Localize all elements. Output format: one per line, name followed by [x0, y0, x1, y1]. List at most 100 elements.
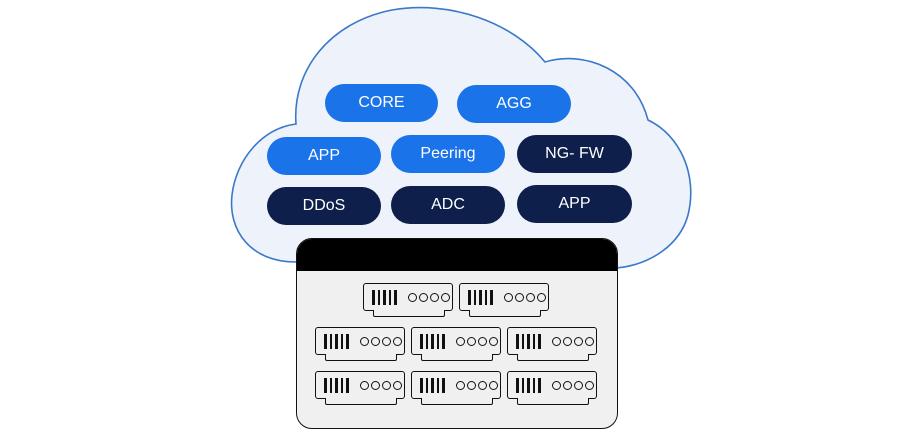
service-pill-app: APP	[267, 137, 381, 175]
vent-bar	[538, 378, 541, 393]
port-indicator	[393, 381, 402, 390]
server-base	[421, 398, 493, 405]
port-indicators	[456, 381, 498, 390]
port-indicator	[419, 293, 428, 302]
port-indicator	[360, 337, 369, 346]
vent-bar	[420, 334, 423, 349]
rack-header	[297, 239, 617, 271]
vent-bar	[346, 378, 349, 393]
vent-bar	[388, 290, 391, 305]
vent-bar	[532, 378, 535, 393]
server-base	[517, 354, 589, 361]
vent-bar	[324, 378, 327, 393]
port-indicator	[382, 337, 391, 346]
server-unit-icon	[315, 327, 405, 361]
vent-bar	[377, 290, 380, 305]
port-indicator	[574, 381, 583, 390]
port-indicator	[382, 381, 391, 390]
vent-bar	[516, 334, 519, 349]
service-pill-app-secondary: APP	[517, 185, 632, 223]
service-pill-peering: Peering	[391, 135, 505, 173]
vent-bar	[340, 334, 343, 349]
vent-bar	[329, 334, 332, 349]
vent-bar	[425, 378, 428, 393]
port-indicator	[467, 337, 476, 346]
server-unit-icon	[459, 283, 549, 317]
server-unit-icon	[315, 371, 405, 405]
vent-bar	[372, 290, 375, 305]
server-body	[507, 327, 597, 355]
port-indicator	[552, 381, 561, 390]
vent-bar	[340, 378, 343, 393]
vent-bars	[516, 334, 541, 349]
vent-bar	[527, 378, 530, 393]
port-indicator	[585, 337, 594, 346]
vent-bar	[394, 290, 397, 305]
server-body	[363, 283, 453, 311]
vent-bar	[538, 334, 541, 349]
server-unit-icon	[507, 371, 597, 405]
server-base	[325, 354, 397, 361]
vent-bar	[436, 378, 439, 393]
port-indicator	[563, 381, 572, 390]
port-indicators	[456, 337, 498, 346]
vent-bar	[329, 378, 332, 393]
vent-bar	[479, 290, 482, 305]
vent-bar	[516, 378, 519, 393]
port-indicator	[430, 293, 439, 302]
port-indicators	[360, 381, 402, 390]
vent-bar	[527, 334, 530, 349]
port-indicator	[478, 337, 487, 346]
port-indicator	[574, 337, 583, 346]
vent-bar	[431, 378, 434, 393]
vent-bars	[372, 290, 397, 305]
server-body	[411, 371, 501, 399]
port-indicator	[489, 381, 498, 390]
port-indicator	[489, 337, 498, 346]
server-body	[315, 327, 405, 355]
vent-bars	[420, 378, 445, 393]
server-rack	[296, 238, 618, 429]
server-unit-icon	[411, 371, 501, 405]
server-base	[325, 398, 397, 405]
port-indicators	[504, 293, 546, 302]
service-pill-ddos: DDoS	[267, 187, 381, 225]
server-base	[373, 310, 445, 317]
port-indicator	[467, 381, 476, 390]
service-pill-agg: AGG	[457, 85, 571, 123]
port-indicators	[552, 381, 594, 390]
vent-bar	[436, 334, 439, 349]
vent-bar	[490, 290, 493, 305]
server-base	[517, 398, 589, 405]
port-indicator	[393, 337, 402, 346]
server-unit-icon	[363, 283, 453, 317]
vent-bar	[335, 334, 338, 349]
vent-bar	[420, 378, 423, 393]
server-unit-icon	[507, 327, 597, 361]
port-indicator	[552, 337, 561, 346]
service-pill-ng-fw: NG- FW	[517, 135, 632, 173]
vent-bar	[346, 334, 349, 349]
vent-bars	[420, 334, 445, 349]
port-indicator	[371, 337, 380, 346]
port-indicator	[478, 381, 487, 390]
port-indicator	[371, 381, 380, 390]
port-indicator	[504, 293, 513, 302]
vent-bars	[516, 378, 541, 393]
port-indicator	[585, 381, 594, 390]
port-indicators	[408, 293, 450, 302]
port-indicators	[360, 337, 402, 346]
port-indicators	[552, 337, 594, 346]
service-pill-core: CORE	[325, 84, 438, 122]
port-indicator	[441, 293, 450, 302]
vent-bars	[324, 378, 349, 393]
server-body	[459, 283, 549, 311]
vent-bar	[431, 334, 434, 349]
server-base	[421, 354, 493, 361]
server-base	[469, 310, 541, 317]
vent-bar	[442, 334, 445, 349]
server-body	[411, 327, 501, 355]
port-indicator	[456, 337, 465, 346]
vent-bar	[473, 290, 476, 305]
port-indicator	[537, 293, 546, 302]
